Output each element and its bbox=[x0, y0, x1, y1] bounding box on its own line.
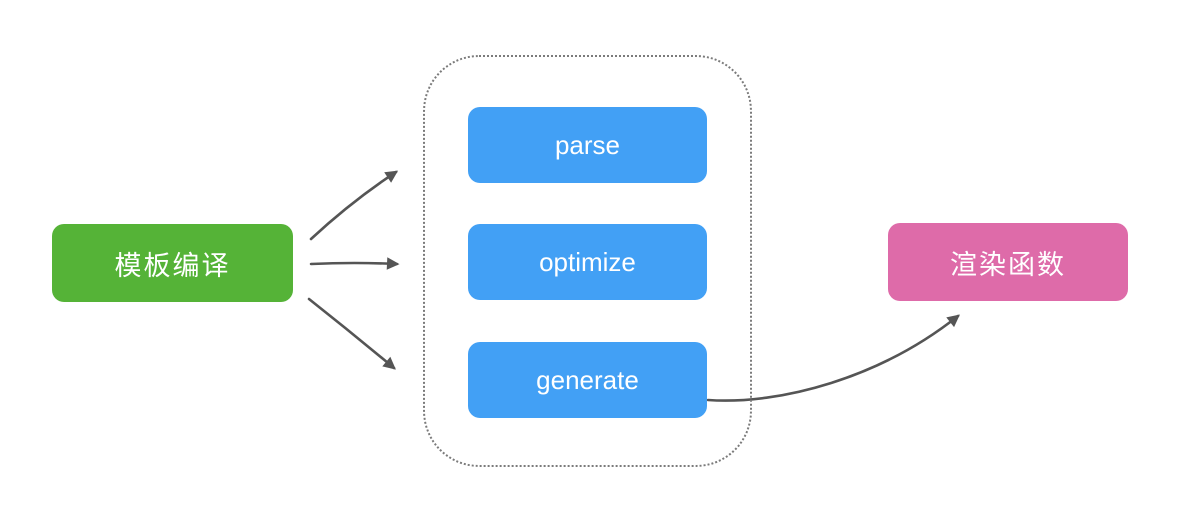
node-generate: generate bbox=[468, 342, 707, 418]
arrow-source-to-optimize-icon bbox=[309, 257, 400, 270]
node-render-function: 渲染函数 bbox=[888, 223, 1128, 301]
pipeline-container bbox=[423, 55, 752, 467]
node-template-compile: 模板编译 bbox=[52, 224, 293, 302]
node-parse: parse bbox=[468, 107, 707, 183]
node-optimize: optimize bbox=[468, 224, 707, 300]
arrow-source-to-parse-icon bbox=[309, 170, 399, 241]
arrow-source-to-generate-icon bbox=[307, 297, 396, 370]
